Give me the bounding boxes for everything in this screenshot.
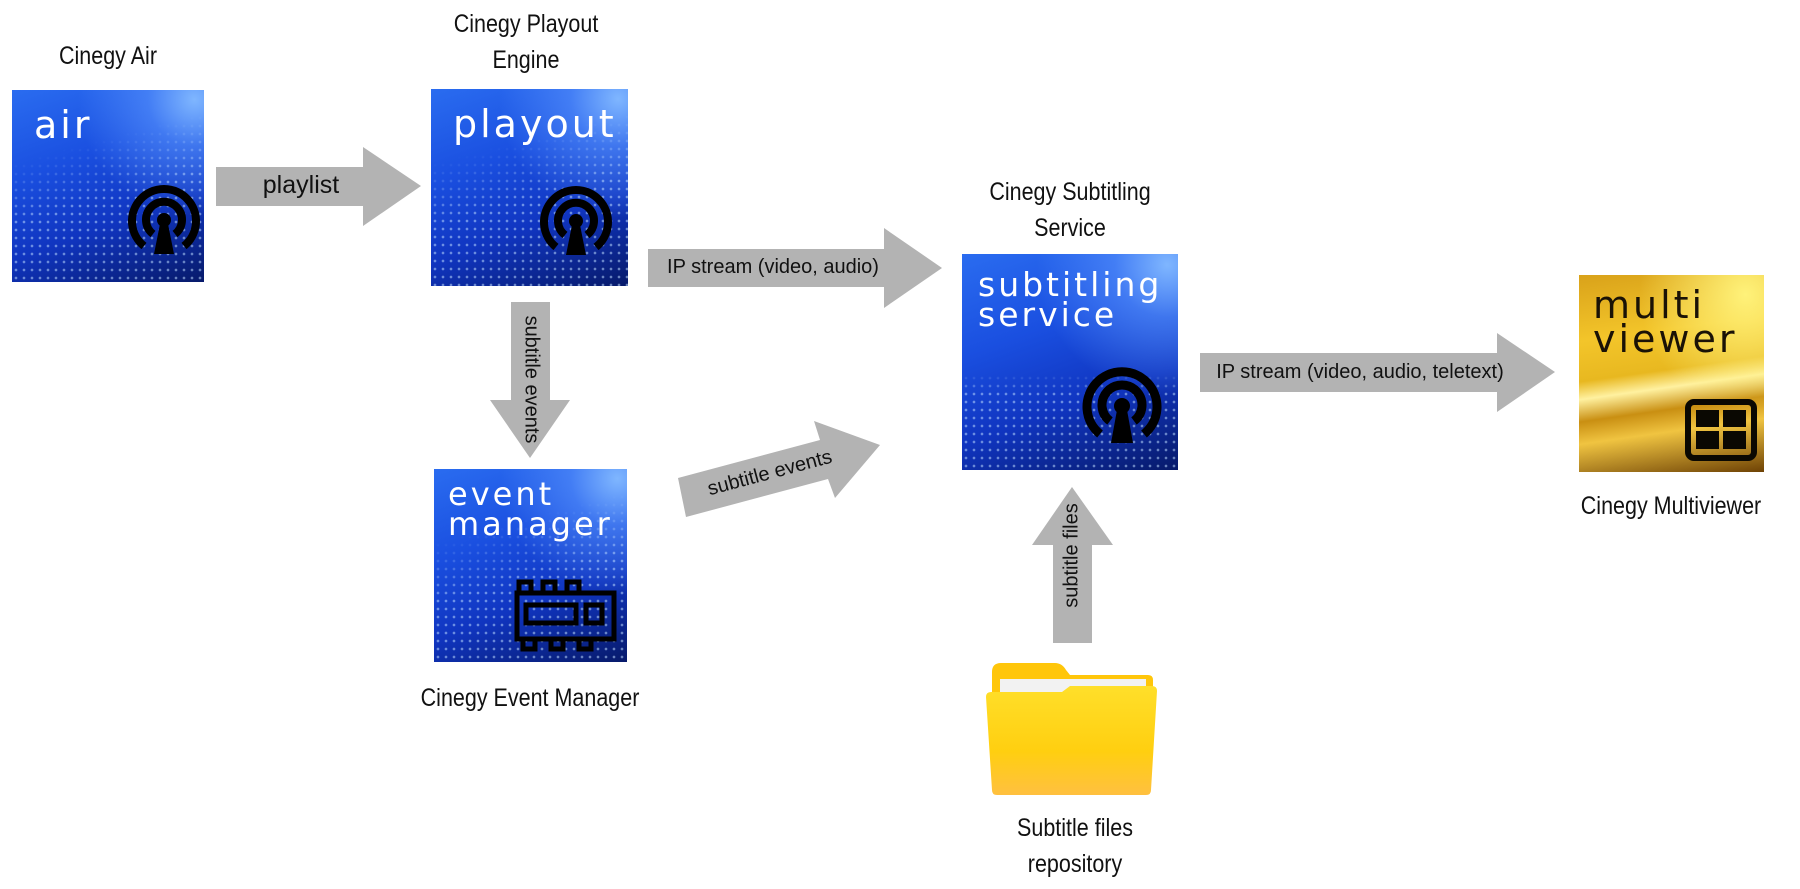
- node-label-playout-line2: Engine: [492, 46, 560, 74]
- arrow-playlist: [216, 147, 421, 226]
- event-manager-tile-text-line2: manager: [448, 505, 613, 543]
- arrow-label-subtitle-events-down: subtitle events: [520, 315, 543, 444]
- multiviewer-tile-text-line2: viewer: [1593, 317, 1738, 361]
- event-manager-tile-text-line1: event: [448, 475, 555, 513]
- multiviewer-tile-text-line1: multi: [1593, 283, 1706, 327]
- node-label-multiviewer: Cinegy Multiviewer: [1580, 492, 1762, 520]
- dot-wave-pattern: [431, 89, 628, 286]
- arrow-label-ip-stream-video-audio: IP stream (video, audio): [667, 256, 879, 278]
- event-manager-tile[interactable]: event manager: [434, 469, 627, 662]
- dot-wave-pattern: [962, 254, 1178, 470]
- node-label-subtitling-line1: Cinegy Subtitling: [989, 178, 1151, 206]
- node-label-event-manager: Cinegy Event Manager: [420, 684, 640, 712]
- subtitling-tile-text-line2: service: [978, 295, 1118, 334]
- arrow-label-playlist: playlist: [262, 171, 340, 199]
- node-label-playout-line1: Cinegy Playout: [453, 10, 599, 38]
- playout-tile-text: playout: [453, 102, 617, 146]
- subtitling-tile-text-line1: subtitling: [978, 265, 1163, 304]
- arrow-subtitle-files-up: [1032, 487, 1113, 643]
- arrow-label-ip-stream-teletext: IP stream (video, audio, teletext): [1216, 361, 1504, 383]
- node-label-repository-line2: repository: [1027, 850, 1123, 878]
- subtitling-tile[interactable]: subtitling service: [962, 254, 1178, 470]
- grid-layout-icon: [1685, 399, 1757, 461]
- arrow-subtitle-events-diagonal: [678, 421, 880, 517]
- multiviewer-tile[interactable]: multi viewer: [1579, 275, 1764, 472]
- node-label-subtitling-line2: Service: [1034, 214, 1106, 242]
- repository-node[interactable]: [986, 662, 1157, 796]
- playout-tile[interactable]: playout: [431, 89, 628, 286]
- arrow-ip-stream-video-audio: [648, 228, 942, 308]
- air-tile-text: air: [34, 103, 93, 147]
- air-tile[interactable]: air: [12, 90, 204, 282]
- node-label-repository-line1: Subtitle files: [1017, 814, 1133, 842]
- dot-wave-pattern: [434, 469, 627, 662]
- node-label-air: Cinegy Air: [58, 42, 157, 70]
- arrow-subtitle-events-down: [490, 302, 570, 458]
- arrow-ip-stream-teletext: [1200, 333, 1555, 412]
- event-blocks-icon: [514, 579, 617, 652]
- broadcast-antenna-icon: [540, 186, 612, 255]
- arrow-label-subtitle-files-up: subtitle files: [1060, 503, 1083, 608]
- broadcast-antenna-icon: [1082, 367, 1162, 443]
- broadcast-antenna-icon: [128, 185, 200, 254]
